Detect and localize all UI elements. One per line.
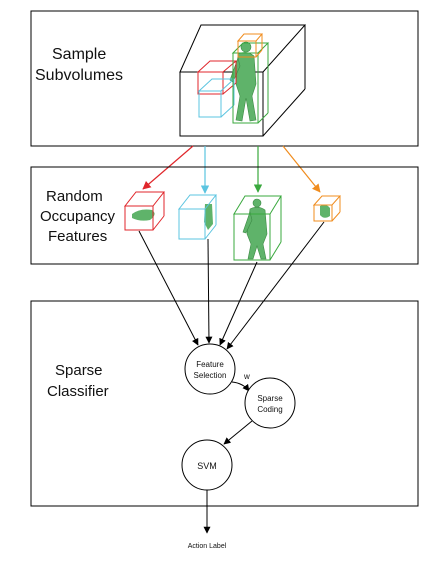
sparse-coding-line2: Coding [257, 405, 282, 414]
sparse-coding-node: Sparse Coding [244, 377, 296, 429]
sparse-coding-line1: Sparse [257, 394, 283, 403]
red-feature-to-selection-arrow [138, 230, 199, 346]
random-occupancy-label-line3: Features [48, 228, 107, 245]
feature-selection-node: Feature Selection [184, 343, 236, 395]
red-subvolume-cube [196, 60, 238, 95]
sparse-classifier-label-line1: Sparse [55, 362, 103, 379]
orange-arrow [282, 145, 321, 193]
selection-to-coding-arrow [231, 381, 250, 392]
svm-label: SVM [197, 461, 217, 471]
cyan-subvolume-cube [197, 78, 236, 118]
sample-subvolumes-panel [30, 10, 419, 147]
cyan-feature-to-selection-arrow [205, 238, 213, 344]
red-feature-cube [123, 191, 166, 231]
cyan-feature-cube [177, 194, 218, 240]
feature-selection-line1: Feature [196, 360, 224, 369]
green-feature-to-selection-arrow [219, 261, 258, 346]
sample-subvolumes-label-line2: Subvolumes [35, 67, 123, 84]
weight-w-label: w [243, 372, 250, 381]
sparse-classifier-label-line2: Classifier [47, 383, 109, 400]
sample-subvolumes-label-line1: Sample [52, 46, 106, 63]
sparse-classifier-panel [30, 300, 419, 507]
random-occupancy-label-line1: Random [46, 188, 103, 205]
green-subvolume-cube [231, 42, 270, 124]
orange-subvolume-cube [236, 33, 264, 58]
orange-feature-to-selection-arrow [226, 221, 325, 350]
orange-feature-cube [312, 195, 342, 222]
action-label-text: Action Label [188, 543, 227, 550]
feature-selection-line2: Selection [194, 371, 227, 380]
svm-node: SVM [181, 439, 233, 491]
random-occupancy-features-panel [30, 166, 419, 265]
coding-to-svm-arrow [223, 420, 253, 445]
green-feature-cube [233, 195, 282, 261]
random-occupancy-label-line2: Occupancy [40, 208, 116, 225]
